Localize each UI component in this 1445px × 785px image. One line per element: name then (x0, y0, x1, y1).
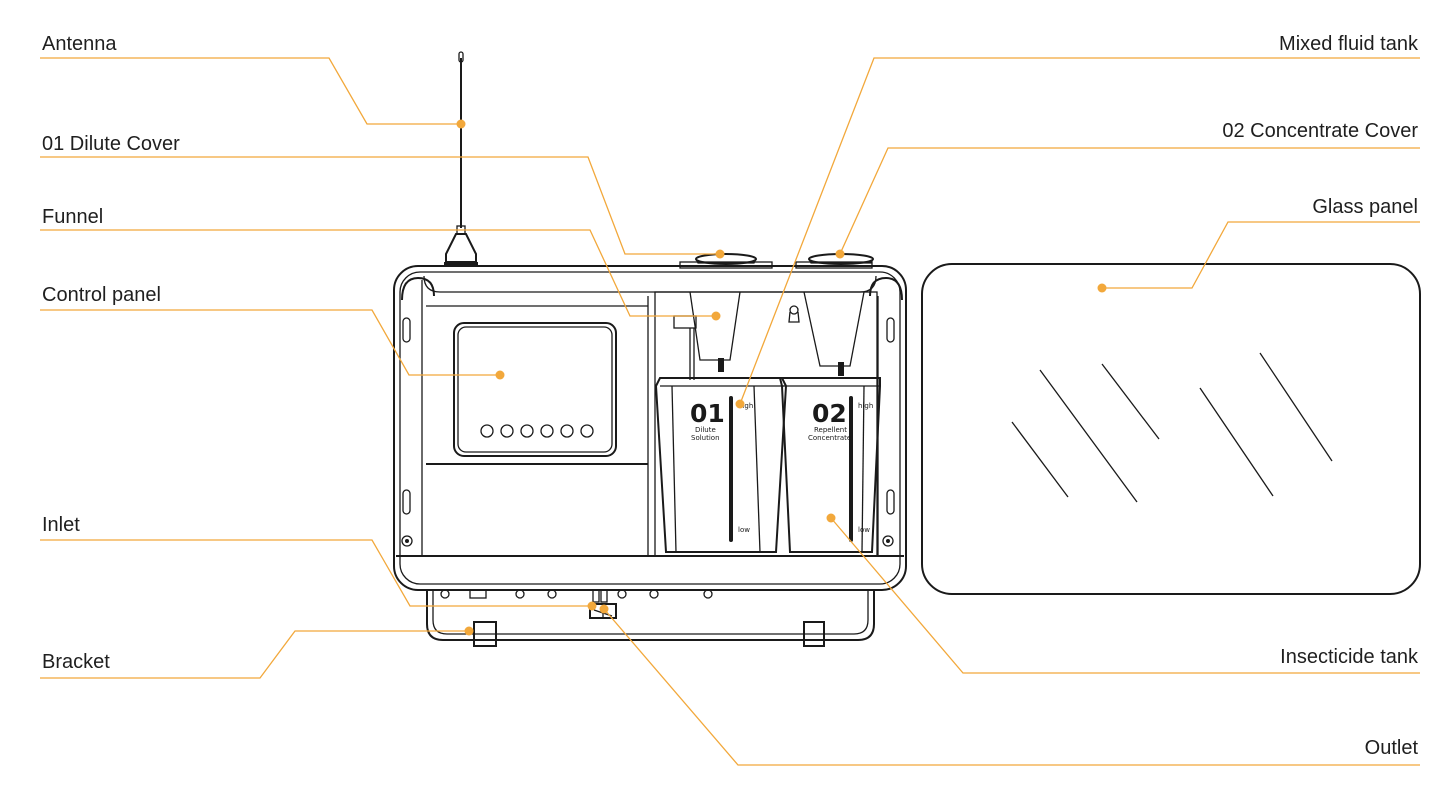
dot-dilute-cover (715, 249, 725, 259)
tank1-line1: Dilute (695, 426, 716, 434)
tank-compartment-drawing: 01 Dilute Solution high low 02 Repellent… (654, 291, 881, 557)
leader-mixed-fluid-tank (739, 57, 1420, 405)
dot-antenna (456, 119, 466, 129)
label-insecticide-tank: Insecticide tank (1280, 646, 1419, 668)
dot-insecticide-tank (826, 513, 836, 523)
glass-panel-drawing (921, 263, 1421, 595)
tank1-low: low (738, 526, 750, 534)
label-concentrate-cover: 02 Concentrate Cover (1222, 120, 1418, 142)
leader-concentrate-cover (839, 147, 1420, 255)
dot-glass-panel (1097, 283, 1107, 293)
label-mixed-fluid-tank: Mixed fluid tank (1279, 33, 1419, 55)
label-dilute-cover: 01 Dilute Cover (42, 133, 180, 155)
label-outlet: Outlet (1365, 737, 1419, 759)
dot-funnel (711, 311, 721, 321)
tank1-line2: Solution (691, 434, 720, 442)
leader-funnel (40, 229, 716, 317)
bracket-drawing (426, 589, 875, 647)
leader-control-panel (40, 309, 500, 376)
dot-concentrate-cover (835, 249, 845, 259)
leader-lines (40, 57, 1420, 766)
labels: Antenna 01 Dilute Cover Funnel Control p… (42, 33, 1419, 759)
dot-bracket (464, 626, 474, 636)
left-compartment-drawing (426, 296, 649, 556)
tank2-low: low (858, 526, 870, 534)
tank2-number: 02 (812, 399, 847, 428)
label-antenna: Antenna (42, 33, 117, 55)
dot-mixed-fluid-tank (735, 399, 745, 409)
tank2-high: high (858, 402, 873, 410)
dot-outlet (599, 604, 609, 614)
tank2-line1: Repellent (814, 426, 847, 434)
label-glass-panel: Glass panel (1312, 196, 1418, 218)
leader-inlet (40, 539, 592, 607)
label-inlet: Inlet (42, 514, 80, 536)
label-bracket: Bracket (42, 651, 110, 673)
antenna-drawing (444, 51, 478, 267)
label-control-panel: Control panel (42, 284, 161, 306)
label-funnel: Funnel (42, 206, 103, 228)
leader-outlet (603, 608, 1420, 766)
leader-dilute-cover (40, 156, 720, 255)
leader-glass-panel (1102, 221, 1420, 289)
tank1-number: 01 (690, 399, 725, 428)
leader-insecticide-tank (830, 517, 1420, 674)
dot-inlet (587, 601, 597, 611)
tank1-high: high (738, 402, 753, 410)
leader-bracket (40, 630, 469, 679)
leader-antenna (40, 57, 461, 125)
dot-control-panel (495, 370, 505, 380)
tank2-line2: Concentrate (808, 434, 851, 442)
